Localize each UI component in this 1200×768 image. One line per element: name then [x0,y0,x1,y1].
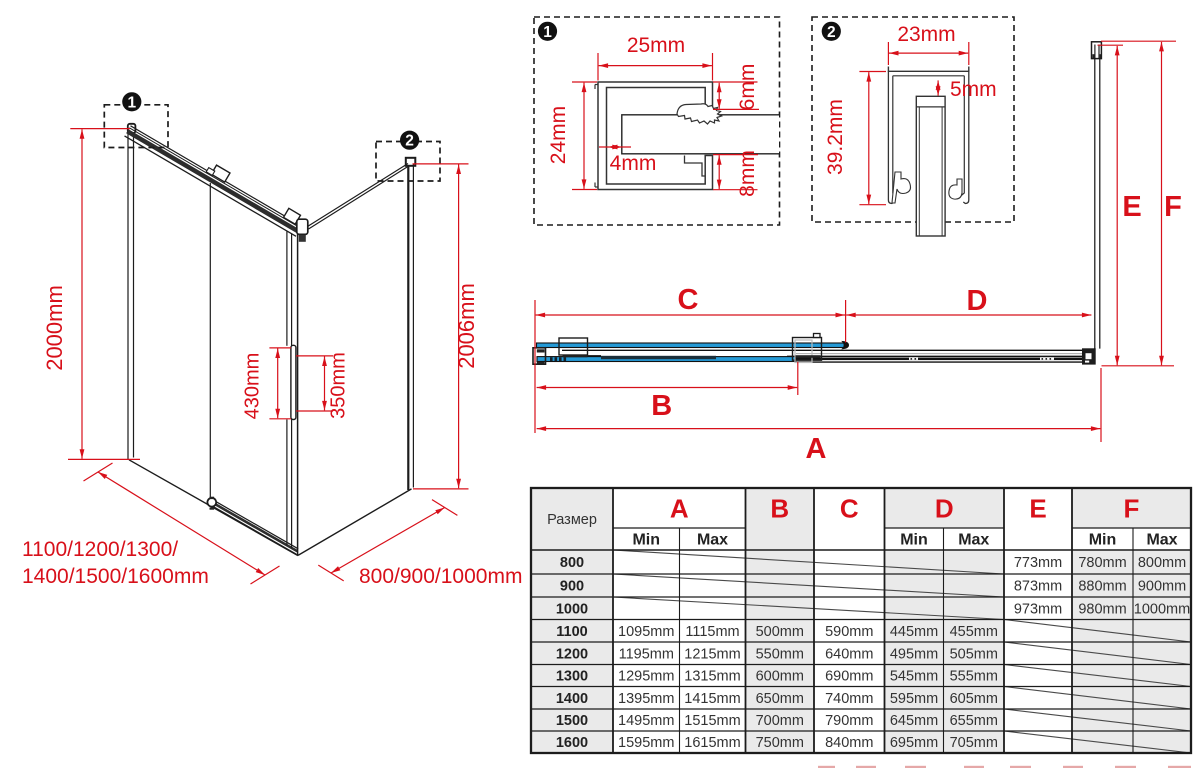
svg-text:900mm: 900mm [1138,579,1186,595]
svg-text:445mm: 445mm [890,624,938,640]
svg-text:455mm: 455mm [950,624,998,640]
svg-text:5mm: 5mm [950,78,997,101]
svg-text:980mm: 980mm [1078,601,1126,617]
svg-text:1415mm: 1415mm [684,691,740,707]
svg-text:900: 900 [560,579,584,595]
svg-text:550mm: 550mm [756,646,804,662]
svg-text:1195mm: 1195mm [619,646,674,662]
svg-text:1400: 1400 [556,691,588,707]
svg-text:500mm: 500mm [756,624,804,640]
svg-text:A: A [670,494,689,524]
svg-text:C: C [840,494,859,524]
svg-text:1: 1 [543,24,552,41]
svg-text:23mm: 23mm [897,23,955,46]
svg-text:1215mm: 1215mm [684,646,740,662]
svg-text:B: B [770,494,789,524]
svg-text:1600: 1600 [556,735,588,751]
svg-text:645mm: 645mm [890,713,938,729]
svg-text:D: D [967,285,988,317]
svg-text:350mm: 350mm [328,352,350,419]
svg-text:700mm: 700mm [756,713,804,729]
svg-text:6mm: 6mm [736,64,759,111]
svg-text:430mm: 430mm [242,353,264,420]
svg-text:Min: Min [1089,532,1117,549]
svg-text:640mm: 640mm [825,646,873,662]
svg-text:840mm: 840mm [825,735,873,751]
svg-text:655mm: 655mm [950,713,998,729]
svg-text:1000mm: 1000mm [1134,601,1190,617]
svg-text:973mm: 973mm [1014,601,1062,617]
svg-text:873mm: 873mm [1014,579,1062,595]
svg-text:790mm: 790mm [825,713,873,729]
svg-text:1495mm: 1495mm [618,713,674,729]
svg-text:690mm: 690mm [825,669,873,685]
svg-text:1395mm: 1395mm [618,691,674,707]
svg-text:1515mm: 1515mm [684,713,740,729]
svg-text:1200: 1200 [556,646,588,662]
svg-text:Max: Max [697,532,728,549]
svg-text:1100: 1100 [556,624,587,640]
svg-text:800: 800 [560,555,584,571]
svg-text:B: B [651,390,672,422]
svg-text:880mm: 880mm [1078,579,1126,595]
svg-text:4mm: 4mm [610,152,657,175]
svg-text:1: 1 [127,94,136,111]
svg-text:1100/1200/1300/: 1100/1200/1300/ [22,538,178,561]
svg-text:705mm: 705mm [950,735,998,751]
svg-text:1115mm: 1115mm [685,624,739,640]
svg-text:2006mm: 2006mm [454,283,479,369]
svg-text:495mm: 495mm [890,646,938,662]
svg-text:39.2mm: 39.2mm [824,99,847,175]
svg-text:C: C [678,284,699,316]
svg-text:Min: Min [900,532,928,549]
svg-text:590mm: 590mm [825,624,873,640]
svg-text:505mm: 505mm [950,646,998,662]
svg-text:1400/1500/1600mm: 1400/1500/1600mm [22,565,209,588]
svg-text:740mm: 740mm [825,691,873,707]
svg-text:1500: 1500 [556,713,588,729]
svg-text:2: 2 [827,24,836,41]
svg-text:800/900/1000mm: 800/900/1000mm [359,565,522,588]
svg-text:F: F [1124,494,1140,524]
svg-text:595mm: 595mm [890,691,938,707]
svg-text:1315mm: 1315mm [684,669,740,685]
svg-text:800mm: 800mm [1138,555,1186,571]
svg-text:Max: Max [1146,532,1177,549]
svg-text:D: D [935,494,954,524]
svg-text:Max: Max [958,532,989,549]
svg-text:8mm: 8mm [736,150,759,197]
svg-text:555mm: 555mm [950,669,998,685]
svg-text:545mm: 545mm [890,669,938,685]
svg-text:780mm: 780mm [1078,555,1126,571]
svg-text:2000mm: 2000mm [42,285,67,371]
svg-text:750mm: 750mm [756,735,804,751]
svg-text:600mm: 600mm [756,669,804,685]
svg-text:A: A [806,433,827,465]
svg-text:F: F [1164,191,1182,223]
svg-text:605mm: 605mm [950,691,998,707]
svg-text:Размер: Размер [547,512,597,528]
svg-text:1000: 1000 [556,601,588,617]
svg-text:773mm: 773mm [1014,555,1062,571]
svg-text:1095mm: 1095mm [618,624,674,640]
svg-text:Min: Min [632,532,660,549]
svg-text:25mm: 25mm [627,34,685,57]
svg-text:E: E [1029,494,1046,524]
svg-text:695mm: 695mm [890,735,938,751]
svg-text:24mm: 24mm [547,106,570,164]
svg-text:650mm: 650mm [756,691,804,707]
svg-text:1295mm: 1295mm [618,669,674,685]
svg-text:E: E [1122,191,1141,223]
svg-text:1300: 1300 [556,669,588,685]
svg-text:1595mm: 1595mm [618,735,674,751]
svg-text:1615mm: 1615mm [684,735,740,751]
svg-text:2: 2 [405,133,414,150]
